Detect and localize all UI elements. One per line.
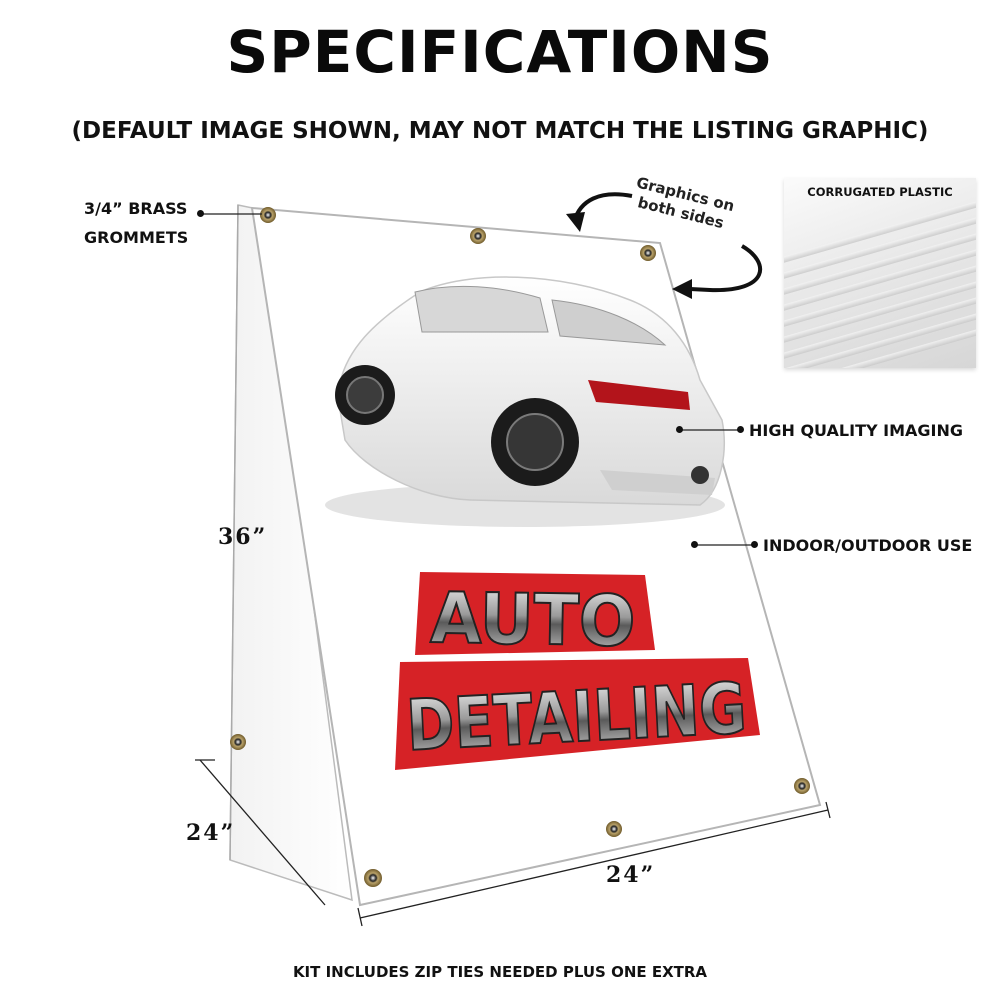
corrugated-plastic-label: CORRUGATED PLASTIC [807, 185, 953, 199]
indoor-callout-dot-end [751, 541, 758, 548]
car-image [325, 276, 725, 527]
grommets-callout-dot [197, 210, 204, 217]
width-dimension: 24” [606, 862, 656, 888]
footer-note: KIT INCLUDES ZIP TIES NEEDED PLUS ONE EX… [292, 963, 708, 981]
grommets-label-line1: 3/4” BRASS [84, 199, 188, 218]
imaging-label: HIGH QUALITY IMAGING [749, 421, 964, 440]
grommets-label-line2: GROMMETS [84, 228, 189, 247]
page-subtitle: (DEFAULT IMAGE SHOWN, MAY NOT MATCH THE … [71, 118, 929, 144]
grommets [230, 207, 810, 887]
height-dimension: 36” [218, 524, 268, 550]
indoor-label: INDOOR/OUTDOOR USE [763, 536, 973, 555]
indoor-callout-dot [691, 541, 698, 548]
page-title: SPECIFICATIONS [226, 18, 774, 86]
sign-line-2: DETAILING [405, 667, 749, 767]
corrugated-plastic-swatch: CORRUGATED PLASTIC [784, 178, 976, 368]
depth-dimension: 24” [186, 820, 236, 846]
imaging-callout-dot-end [737, 426, 744, 433]
sign-line-1: AUTO [430, 577, 636, 663]
imaging-callout-dot [676, 426, 683, 433]
